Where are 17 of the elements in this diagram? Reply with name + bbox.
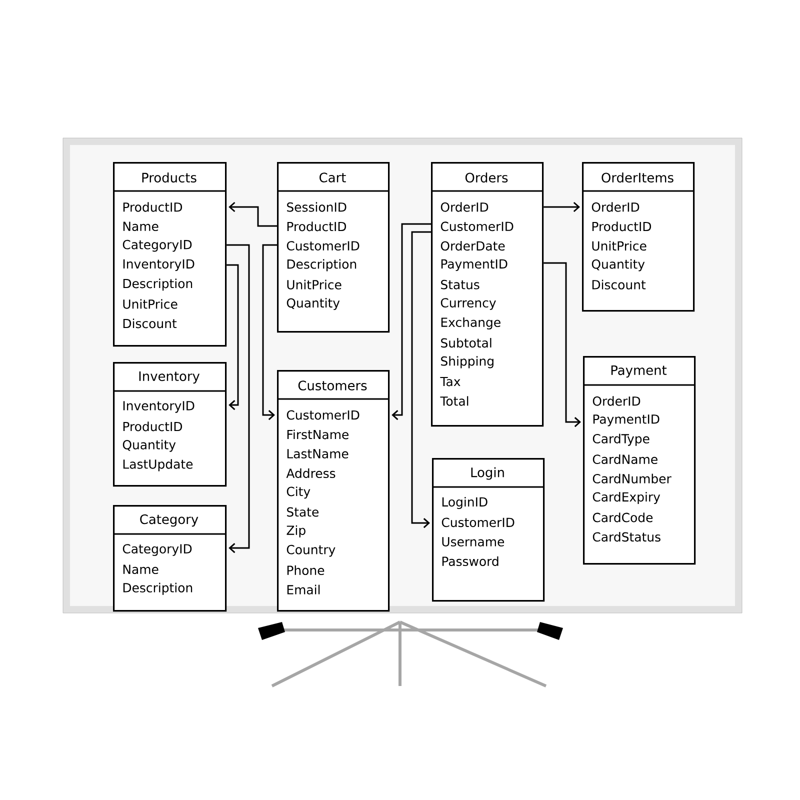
arrow bbox=[411, 231, 431, 528]
arrow bbox=[226, 244, 250, 554]
arrow bbox=[226, 264, 239, 410]
arrow bbox=[392, 223, 431, 420]
table-box: Customers CustomerID FirstName LastName Address City State Zip Country Phone Email bbox=[277, 370, 390, 612]
arrow bbox=[228, 202, 277, 227]
table-box: Orders OrderID CustomerID OrderDate PaymentID Status Currency Exchange Subtotal Shipping Tax Total bbox=[431, 162, 544, 427]
arrow bbox=[262, 244, 277, 420]
table-box: Payment OrderID PaymentID CardType CardName CardNumber CardExpiry CardCode CardStatus bbox=[583, 356, 696, 565]
table-box: Products ProductID Name CategoryID InventoryID Description UnitPrice Discount bbox=[113, 162, 227, 347]
table-box: Category CategoryID Name Description bbox=[113, 505, 227, 612]
table-box: Cart SessionID ProductID CustomerID Description UnitPrice Quantity bbox=[277, 162, 390, 333]
arrow bbox=[544, 262, 581, 428]
table-box: Login LoginID CustomerID Username Password bbox=[432, 458, 545, 602]
table-box: OrderItems OrderID ProductID UnitPrice Quantity Discount bbox=[582, 162, 695, 312]
table-box: Inventory InventoryID ProductID Quantity LastUpdate bbox=[113, 362, 227, 487]
arrow bbox=[544, 202, 580, 212]
